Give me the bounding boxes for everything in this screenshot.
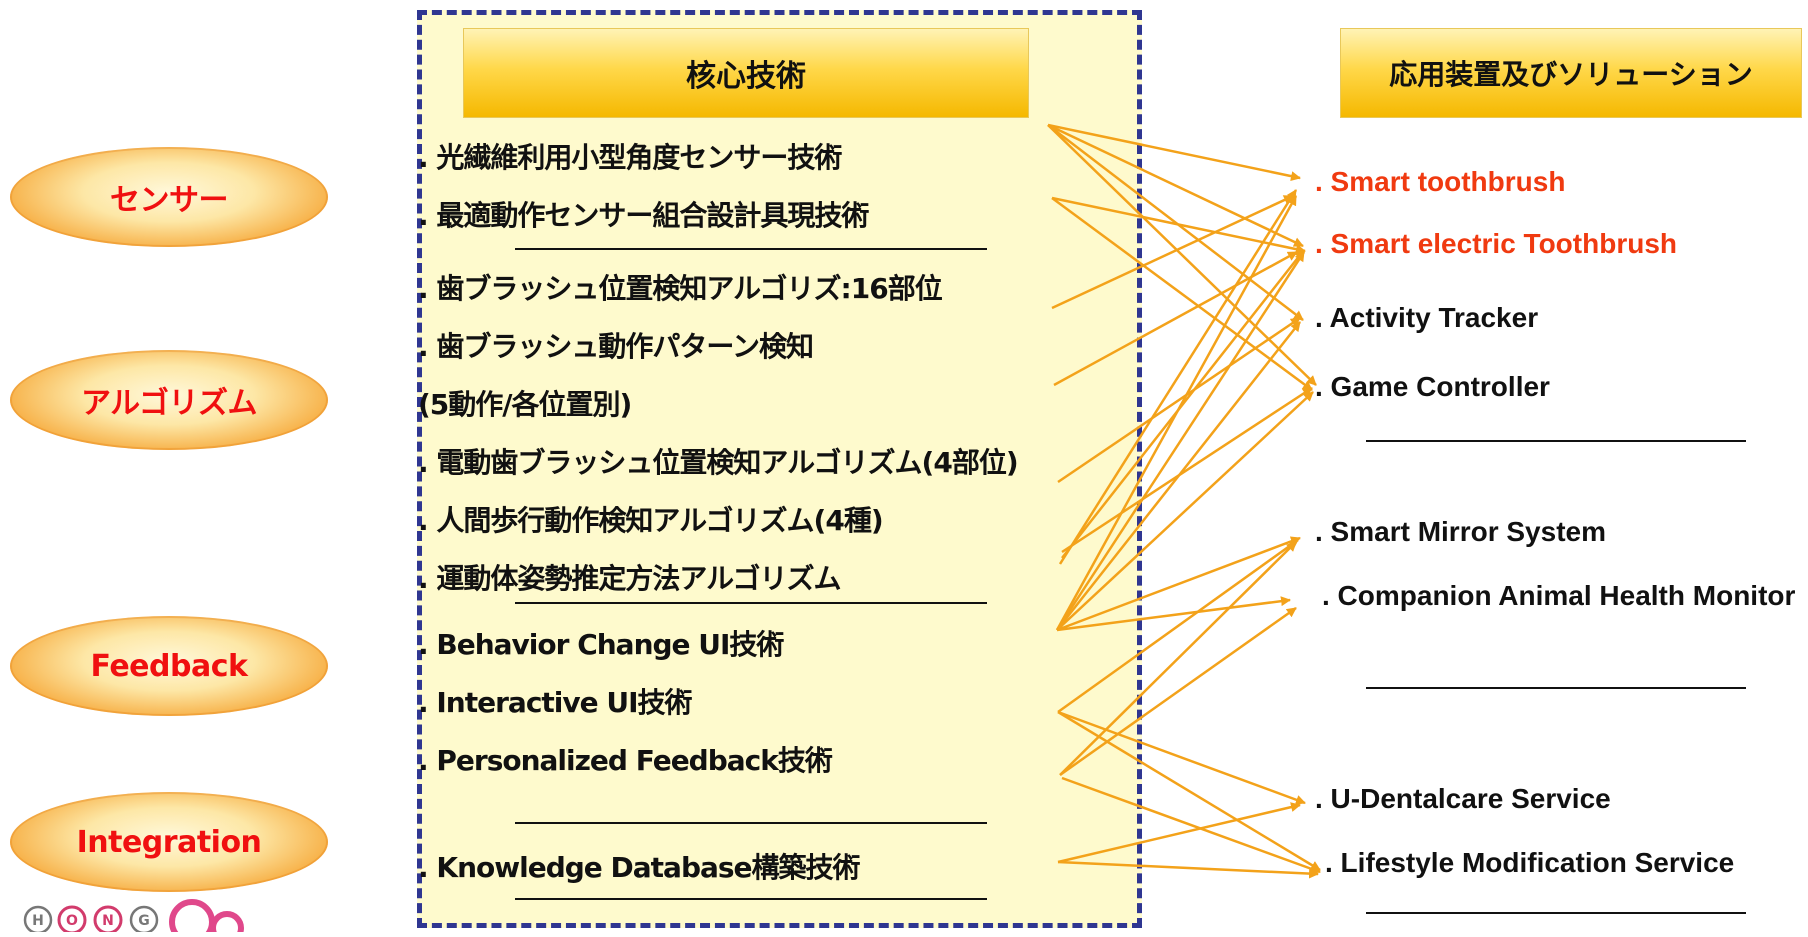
arrow (1047, 123, 1301, 182)
arrow (1055, 251, 1306, 631)
arrow (1055, 195, 1298, 631)
category-integration: Integration (10, 792, 328, 892)
tech-item: . 人間歩行動作検知アルゴリズム(4種) (418, 504, 884, 537)
arrow (1061, 249, 1305, 559)
divider (1366, 687, 1746, 689)
arrow (1061, 386, 1313, 554)
tech-item: . 歯ブラッシュ動作パターン検知 (418, 330, 814, 363)
tech-item: (5動作/各位置別) (418, 388, 632, 421)
arrow (1047, 124, 1304, 321)
app-item: . Smart toothbrush (1315, 166, 1566, 197)
logo-letter-g: G (138, 913, 150, 929)
arrow (1057, 710, 1306, 805)
arrow (1047, 124, 1317, 386)
arrow (1057, 860, 1319, 879)
divider (515, 898, 987, 900)
arrow (1051, 196, 1313, 392)
tech-item: . 電動歯ブラッシュ位置検知アルゴリズム(4部位) (418, 446, 1019, 479)
app-item: . Activity Tracker (1315, 302, 1539, 333)
category-feedback: Feedback (10, 616, 328, 716)
category-algorithm: アルゴリズム (10, 350, 328, 450)
tech-item: . 運動体姿勢推定方法アルゴリズム (418, 562, 842, 595)
core-tech-panel (417, 10, 1142, 928)
arrow (1058, 189, 1298, 565)
category-sensor-label: センサー (110, 183, 229, 218)
arrow (1051, 194, 1294, 310)
app-item: . Companion Animal Health Monitor (1322, 580, 1796, 611)
divider (1366, 440, 1746, 442)
app-item: . U-Dentalcare Service (1315, 783, 1611, 814)
arrow (1059, 541, 1297, 776)
logo-letter-n: N (102, 913, 114, 929)
divider (515, 248, 987, 250)
divider (515, 602, 987, 604)
hongo-logo: H O N G (22, 898, 252, 937)
tech-item: . Interactive UI技術 (418, 686, 693, 719)
arrow (1057, 802, 1301, 864)
arrow (1057, 710, 1321, 872)
app-item: . Smart Mirror System (1315, 516, 1606, 547)
arrow (1057, 316, 1301, 484)
arrow (1047, 123, 1304, 248)
tech-item: . Personalized Feedback技術 (418, 744, 833, 777)
tech-item: . Behavior Change UI技術 (418, 628, 784, 661)
divider (515, 822, 987, 824)
app-item: . Smart electric Toothbrush (1315, 228, 1677, 259)
logo-letter-o: O (66, 913, 78, 929)
arrow (1056, 391, 1314, 631)
category-sensor: センサー (10, 147, 328, 247)
category-algorithm-label: アルゴリズム (80, 386, 258, 421)
logo-letter-h: H (32, 913, 44, 929)
arrow (1057, 538, 1299, 714)
category-feedback-label: Feedback (90, 648, 248, 684)
arrow (1053, 250, 1298, 387)
arrow (1059, 606, 1297, 777)
app-item: . Lifestyle Modification Service (1325, 847, 1735, 878)
core-tech-header: 核心技術 (463, 28, 1029, 118)
tech-item: . Knowledge Database構築技術 (418, 851, 861, 884)
divider (1366, 912, 1746, 914)
arrow (1056, 321, 1301, 631)
arrow (1061, 776, 1321, 874)
arrow (1056, 596, 1291, 632)
applications-header: 応用装置及びソリューション (1340, 28, 1802, 118)
app-item: . Game Controller (1315, 371, 1550, 402)
category-integration-label: Integration (76, 824, 262, 860)
arrow (1056, 536, 1301, 632)
tech-item: . 歯ブラッシュ位置検知アルゴリズ:16部位 (418, 272, 943, 305)
tech-item: . 最適動作センサー組合設計具現技術 (418, 199, 869, 232)
tech-item: . 光繊維利用小型角度センサー技術 (418, 141, 842, 174)
